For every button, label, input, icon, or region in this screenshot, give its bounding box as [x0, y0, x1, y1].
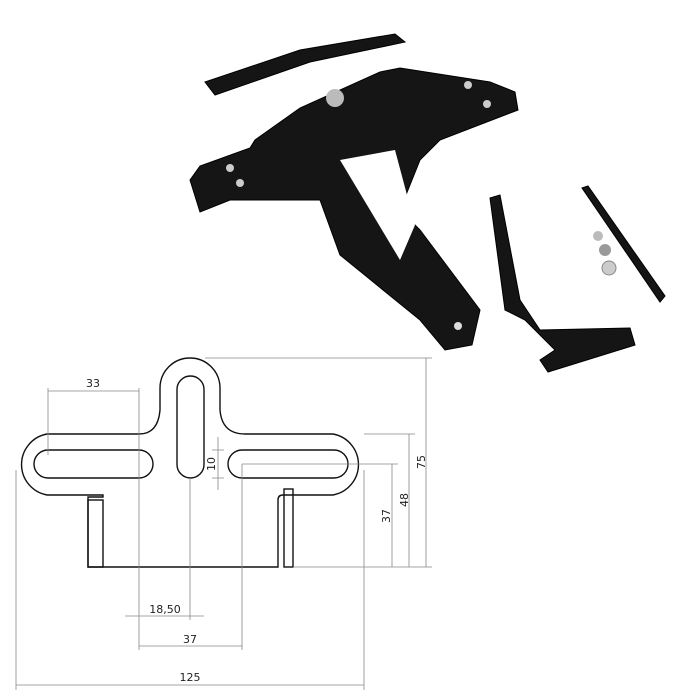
dim-48: 48 — [398, 493, 411, 507]
dim-75: 75 — [415, 455, 428, 469]
left-leg — [87, 499, 104, 568]
dimension-line-33 — [47, 388, 140, 650]
dimension-extension-lines — [205, 357, 432, 568]
top-tab — [204, 33, 407, 96]
dimension-lines-vertical — [391, 358, 427, 567]
bolt — [226, 164, 234, 172]
dim-125: 125 — [180, 671, 201, 684]
hole — [454, 322, 462, 330]
dim-18-50: 18,50 — [149, 603, 181, 616]
bolt — [464, 81, 472, 89]
right-leg — [283, 488, 294, 568]
dim-10: 10 — [205, 457, 218, 471]
dim-37-vertical: 37 — [380, 509, 393, 523]
dimension-lines-bottom — [125, 464, 243, 650]
hole — [326, 89, 344, 107]
bolt — [236, 179, 244, 187]
plate-mount — [189, 67, 519, 351]
bolt — [483, 100, 491, 108]
triangle-cutout — [340, 150, 415, 260]
washer — [601, 260, 617, 276]
dimension-line-125 — [15, 470, 365, 690]
nut — [599, 244, 611, 256]
screw — [593, 231, 603, 241]
dim-37-horizontal: 37 — [183, 633, 197, 646]
dim-33: 33 — [86, 377, 100, 390]
side-bracket — [489, 194, 636, 373]
bracket-outline — [20, 357, 360, 568]
drill-bit — [581, 185, 666, 303]
center-slot — [176, 375, 205, 479]
dimension-line-10 — [212, 437, 224, 490]
left-slot — [33, 449, 154, 479]
